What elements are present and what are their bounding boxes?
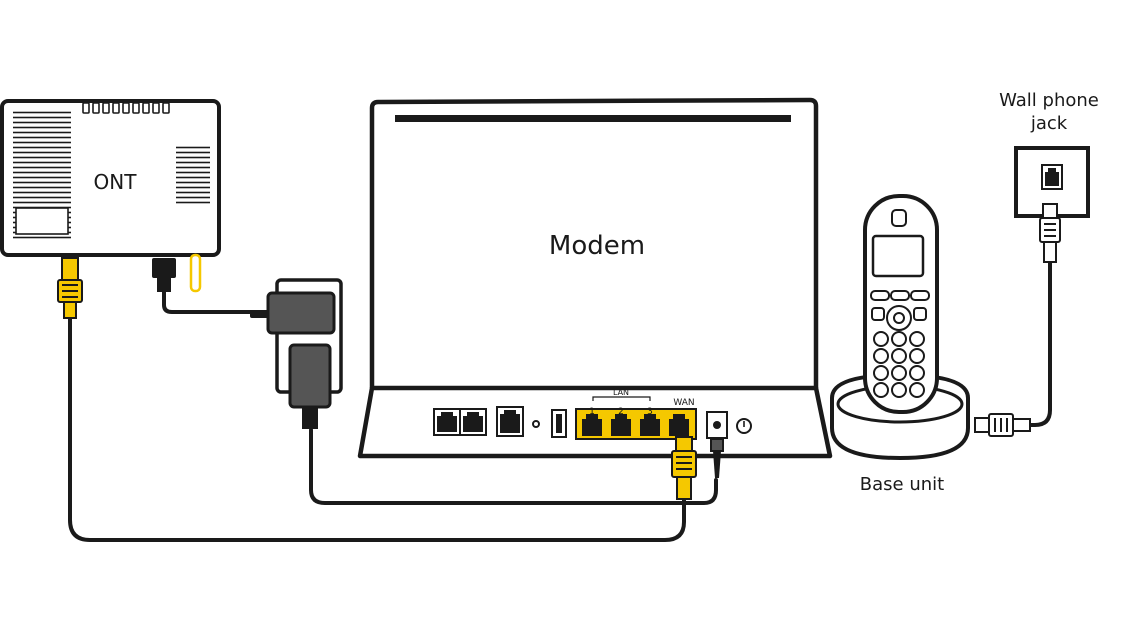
wall-jack-label-line2: jack bbox=[1030, 113, 1068, 134]
ont-fibre-lead bbox=[189, 253, 202, 293]
modem-ports bbox=[433, 406, 752, 440]
lan-port-3 bbox=[640, 414, 660, 436]
wan-ethernet-plug bbox=[671, 436, 697, 500]
lan-port-1 bbox=[582, 414, 602, 436]
lan-port-1-label: 1 bbox=[589, 407, 595, 417]
handset-screen bbox=[871, 234, 925, 278]
phone-line-cable bbox=[1028, 260, 1052, 427]
ont-power-plug bbox=[152, 253, 202, 293]
lan-label: LAN bbox=[613, 388, 629, 397]
reset-button bbox=[532, 420, 540, 428]
handset-earpiece bbox=[891, 209, 907, 227]
wall-jack-label-line1: Wall phone bbox=[999, 90, 1099, 111]
lan-port-2-label: 2 bbox=[618, 407, 624, 417]
modem-dc-plug bbox=[710, 438, 724, 478]
phone-port-2 bbox=[463, 412, 483, 432]
phone-port-1 bbox=[437, 412, 457, 432]
cordless-phone: Base unit bbox=[830, 194, 970, 495]
base-phone-plug bbox=[974, 413, 1031, 437]
ont-ethernet-plug bbox=[57, 257, 83, 319]
ont-vent-right bbox=[176, 146, 210, 206]
power-adapter bbox=[250, 278, 343, 429]
modem-device: Modem LAN 1 2 3 WAN bbox=[357, 97, 833, 459]
wall-jack-plug bbox=[1039, 203, 1061, 263]
wan-label: WAN bbox=[673, 398, 694, 408]
lan-port-3-label: 3 bbox=[647, 407, 653, 417]
ont-top-ports bbox=[82, 102, 170, 114]
ethernet-cable-ont-to-wan bbox=[68, 316, 686, 542]
wan-port bbox=[669, 414, 689, 436]
ont-power-adapter bbox=[266, 291, 336, 335]
modem-power-cable bbox=[309, 428, 718, 505]
lan-bracket bbox=[592, 396, 651, 401]
ont-label: ONT bbox=[94, 170, 138, 194]
lan-port-2 bbox=[611, 414, 631, 436]
phone-port-3 bbox=[500, 410, 520, 433]
ont-power-cable bbox=[162, 290, 270, 314]
wall-jack-socket bbox=[1045, 168, 1059, 186]
base-unit-label: Base unit bbox=[860, 474, 944, 495]
wall-phone-jack: Wall phone jack bbox=[999, 90, 1099, 218]
modem-power-adapter bbox=[288, 343, 332, 409]
modem-label: Modem bbox=[549, 231, 645, 261]
cables bbox=[68, 260, 1052, 542]
ont-device: ONT bbox=[0, 99, 221, 257]
modem-status-bar bbox=[395, 115, 791, 122]
